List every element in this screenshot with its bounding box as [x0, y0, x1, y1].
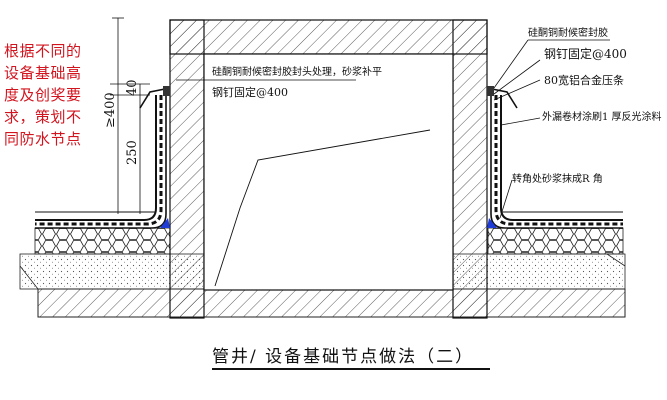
membrane-right-dashed: [494, 95, 623, 226]
membrane-left-inner: [35, 92, 167, 229]
shaft-walls: [169, 19, 488, 319]
inner-nail-label: 钢钉固定@400: [212, 85, 288, 99]
ground-edge-left: [19, 265, 39, 290]
membrane-right: [486, 86, 623, 229]
membrane-left: [35, 86, 171, 229]
right-corner-label: 转角处砂浆抹成R 角: [512, 172, 603, 185]
left-termination-clip: [163, 86, 170, 96]
ground-edge-right: [606, 253, 626, 267]
wall-left: [169, 19, 205, 319]
right-coating-label: 外漏卷材涂刷1 厚反光涂料: [542, 110, 662, 123]
right-annotations: 硅酮铜耐候密封胶 钢钉固定@400 80宽铝合金压条 外漏卷材涂刷1 厚反光涂料…: [493, 26, 662, 219]
side-note-line-5: 同防水节点: [4, 130, 82, 148]
leader-coating: [500, 117, 541, 126]
gravel-layer-left: [34, 227, 171, 255]
side-note-line-1: 根据不同的: [4, 42, 82, 60]
inner-annotation: 硅酮铜耐候密封胶封头处理，砂浆补平 钢钉固定@400: [176, 65, 382, 99]
leader-nail: [493, 59, 541, 95]
right-sealant-label: 硅酮铜耐候密封胶: [528, 26, 608, 39]
wall-right: [452, 19, 488, 319]
title-underline: [212, 368, 490, 370]
side-note-line-4: 求，策划不: [4, 108, 82, 126]
leader-sealant: [493, 39, 529, 89]
side-note-line-3: 度及创奖要: [4, 86, 82, 104]
membrane-left-dashed: [35, 95, 163, 226]
concrete-base-slab: [37, 288, 626, 318]
dimension-400: ≥400: [103, 92, 118, 128]
dimension-40: 40: [125, 79, 140, 96]
leader-corner: [499, 179, 513, 219]
membrane-right-inner: [490, 92, 623, 229]
dimension-lines: [110, 17, 150, 214]
gravel-layer-right: [487, 227, 624, 255]
wall-top: [169, 19, 488, 55]
break-line: [214, 129, 431, 287]
side-note-line-2: 设备基础高: [4, 64, 82, 82]
right-nail-label: 钢钉固定@400: [544, 46, 627, 61]
right-strip-label: 80宽铝合金压条: [544, 73, 624, 87]
membrane-left-outer: [35, 95, 157, 221]
membrane-right-outer: [500, 95, 623, 221]
shaft-opening: [203, 53, 454, 291]
right-corner-blue: [487, 218, 497, 228]
drawing-title: 管井/ 设备基础节点做法（二）: [212, 347, 475, 367]
leader-strip: [493, 79, 541, 101]
left-corner-blue: [160, 218, 170, 228]
right-termination-clip: [487, 86, 494, 96]
dimension-250: 250: [125, 140, 140, 165]
inner-sealant-label: 硅酮铜耐候密封胶封头处理，砂浆补平: [212, 65, 382, 78]
side-note: 根据不同的 设备基础高 度及创奖要 求，策划不 同防水节点: [4, 40, 104, 150]
